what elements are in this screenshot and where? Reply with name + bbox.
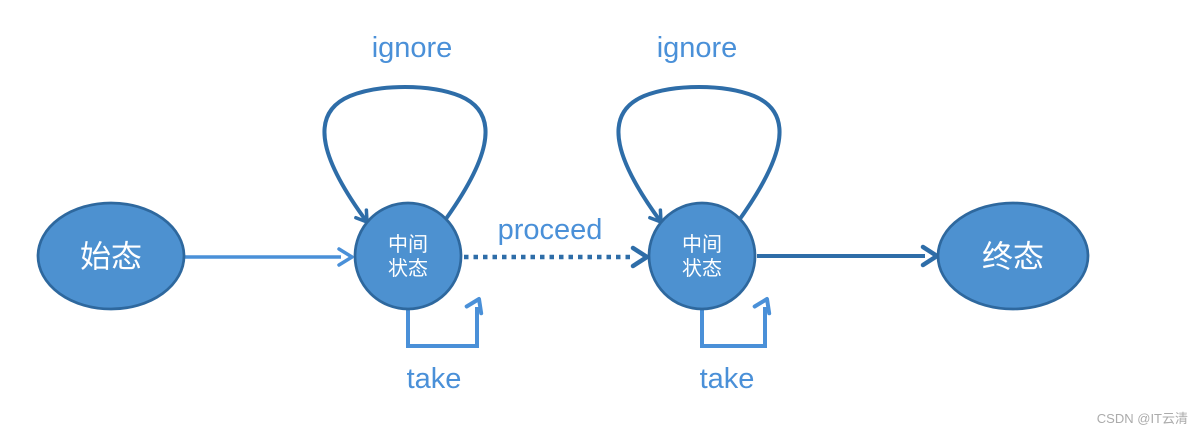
arrowhead-proceed [630, 245, 650, 269]
intermediate-state-1-label-line1: 中间 [388, 233, 428, 256]
ignore-loop-1: ignore [322, 32, 488, 225]
intermediate-state-2-circle [647, 201, 757, 311]
take-loop-1-path [406, 305, 479, 348]
ignore-label-1: ignore [372, 32, 453, 64]
edge-mid2-to-final [757, 244, 940, 268]
intermediate-state-2-label-line2: 状态 [682, 257, 722, 280]
take-label-2: take [700, 363, 755, 395]
intermediate-state-node-2: 中间 状态 [647, 201, 757, 311]
intermediate-state-2-label-line1: 中间 [682, 233, 722, 256]
arrowhead-mid2-to-final [920, 244, 940, 268]
edge-proceed: proceed [464, 214, 650, 269]
take-loop-2: take [700, 297, 772, 395]
final-state-label: 终态 [982, 240, 1044, 275]
intermediate-state-1-circle [353, 201, 463, 311]
arrowhead-start-to-mid1 [337, 247, 354, 267]
take-loop-1: take [406, 297, 484, 395]
ignore-loop-2-curve [616, 85, 782, 225]
ignore-loop-2: ignore [616, 32, 782, 225]
take-loop-2-path [700, 305, 767, 348]
ignore-loop-1-curve [322, 85, 488, 225]
start-state-ellipse [36, 201, 186, 311]
arrowhead-take-2 [752, 297, 772, 316]
proceed-label: proceed [498, 214, 603, 246]
take-label-1: take [407, 363, 462, 395]
start-state-label: 始态 [80, 240, 142, 275]
intermediate-state-1-label-line2: 状态 [388, 257, 428, 280]
final-state-ellipse [936, 201, 1090, 311]
watermark-text: CSDN @IT云清 [1097, 411, 1188, 426]
intermediate-state-node-1: 中间 状态 [353, 201, 463, 311]
start-state-node: 始态 [36, 201, 186, 311]
final-state-node: 终态 [936, 201, 1090, 311]
ignore-label-2: ignore [657, 32, 738, 64]
edge-start-to-mid1 [185, 247, 354, 267]
arrowhead-take-1 [464, 297, 484, 316]
